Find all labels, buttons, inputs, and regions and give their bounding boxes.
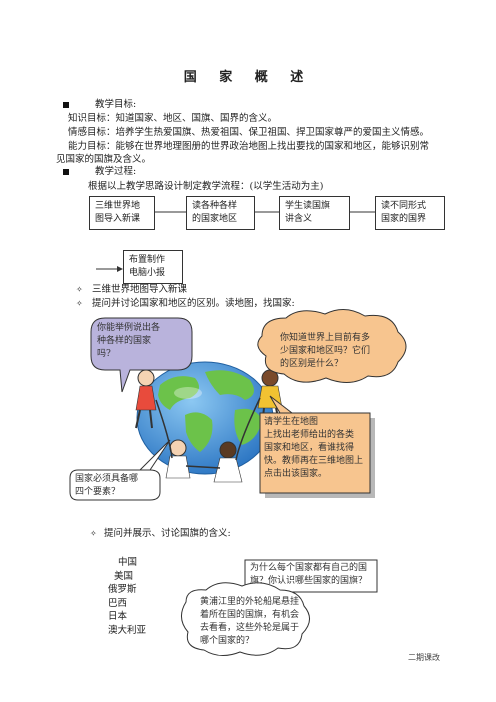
country-list: 中国 美国 俄罗斯 巴西 日本 澳大利亚: [106, 556, 146, 637]
bubble-line: 请学生在地图: [264, 417, 319, 427]
bubble-line: 哪个国家的？: [200, 636, 255, 646]
flowchart-connectors: [96, 211, 375, 272]
diamond-bullet-icon: ✧: [90, 529, 97, 538]
bullet-square-icon: [63, 169, 69, 175]
bubble-line: 的区别是什么？: [280, 359, 344, 369]
country-item: 巴西: [108, 597, 128, 609]
bubble-line: 快。教师再在三维地图上: [264, 456, 364, 466]
flow-box-text: 布置制作: [129, 255, 166, 265]
item-map-intro: 三维世界地图导入新课: [92, 284, 188, 295]
bubble-line: 国家必须具备哪: [75, 474, 139, 484]
country-item: 中国: [118, 557, 138, 568]
goals-heading: 教学目标:: [95, 99, 137, 110]
ability-goal-line2: 见国家的国旗及含义。: [56, 154, 152, 165]
diamond-bullet-icon: ✧: [76, 299, 83, 308]
bubble-5-text: 为什么每个国家都有自己的国 旗？你认识哪些国家的国旗？: [250, 562, 367, 588]
bubble-line: 为什么每个国家都有自己的国: [250, 563, 368, 573]
flow-box-text: 电脑小报: [129, 268, 166, 278]
bubble-3-text: 请学生在地图 上找出老师给出的各类 国家和地区，看谁找得 快。教师再在三维地图上…: [264, 416, 363, 481]
bubble-line: 点击出该国家。: [264, 469, 328, 479]
flow-box-text: 的国家地区: [192, 214, 238, 224]
bubble-2-text: 你知道世界上目前有多 少国家和地区吗？它们 的区别是什么？: [280, 332, 370, 371]
bubble-line: 黄浦江里的外轮船尾悬挂: [200, 597, 300, 607]
country-item: 俄罗斯: [108, 584, 137, 595]
bubble-line: 国家和地区，看谁找得: [264, 443, 355, 453]
flow-box-flags: 学生读国旗 讲含义: [279, 196, 350, 230]
item-discuss-countries: 提问并讨论国家和地区的区别。读地图，找国家:: [92, 298, 295, 309]
footer-note: 二期课改: [408, 653, 440, 662]
ability-goal-line1: 能力目标：能够在世界地理图册的世界政治地图上找出要找的国家和地区，能够识别常: [68, 141, 430, 152]
bubble-line: 吗?: [97, 349, 111, 359]
flow-box-text: 图导入新课: [95, 214, 141, 224]
bubble-line: 去看看，这些外轮是属于: [200, 623, 300, 633]
bubble-line: 少国家和地区吗？它们: [280, 346, 371, 356]
emotion-goal: 情感目标：培养学生热爱国旗、热爱祖国、保卫祖国、捍卫国家尊严的爱国主义情感。: [68, 127, 430, 138]
bubble-line: 种各样的国家: [97, 336, 152, 346]
bubble-line: 旗？你认识哪些国家的国旗？: [250, 576, 368, 586]
flow-box-text: 讲含义: [285, 214, 313, 224]
flow-box-countries: 读各种各样 的国家地区: [186, 196, 255, 230]
flow-box-text: 三维世界地: [95, 201, 141, 211]
flow-box-homework: 布置制作 电脑小报: [123, 250, 183, 284]
bubble-1-text: 你能举例说出各 种各样的国家 吗?: [97, 322, 160, 361]
flow-box-text: 国家的国界: [381, 214, 427, 224]
flow-box-borders: 读不同形式 国家的国界: [375, 196, 445, 230]
flow-box-text: 读各种各样: [192, 201, 238, 211]
children-figures-icon: [135, 369, 283, 483]
bubble-line: 着所在国的国旗，有机会: [200, 610, 300, 620]
bubble-line: 你能举例说出各: [97, 323, 161, 333]
flow-box-3d-map: 三维世界地 图导入新课: [89, 196, 155, 230]
bubble-line: 上找出老师给出的各类: [264, 430, 355, 440]
process-description: 根据以上教学思路设计制定教学流程：(以学生活动为主): [88, 181, 324, 192]
country-item: 日本: [108, 611, 128, 622]
process-heading: 教学过程:: [95, 166, 137, 177]
item-discuss-flags: 提问并展示、讨论国旗的含义:: [104, 528, 231, 539]
bullet-square-icon: [63, 102, 69, 108]
flow-box-text: 学生读国旗: [285, 201, 331, 211]
bubble-4-text: 国家必须具备哪 四个要素？: [75, 473, 138, 499]
flow-box-text: 读不同形式: [381, 201, 427, 211]
country-item: 澳大利亚: [108, 624, 147, 636]
bubble-6-text: 黄浦江里的外轮船尾悬挂 着所在国的国旗，有机会 去看看，这些外轮是属于 哪个国家…: [200, 596, 299, 648]
knowledge-goal: 知识目标：知道国家、地区、国旗、国界的含义。: [68, 113, 278, 124]
bubble-line: 你知道世界上目前有多: [280, 333, 371, 343]
page-title: 国 家 概 述: [183, 70, 313, 85]
diamond-bullet-icon: ✧: [76, 285, 83, 294]
country-item: 美国: [114, 570, 134, 582]
bubble-line: 四个要素？: [75, 487, 121, 497]
